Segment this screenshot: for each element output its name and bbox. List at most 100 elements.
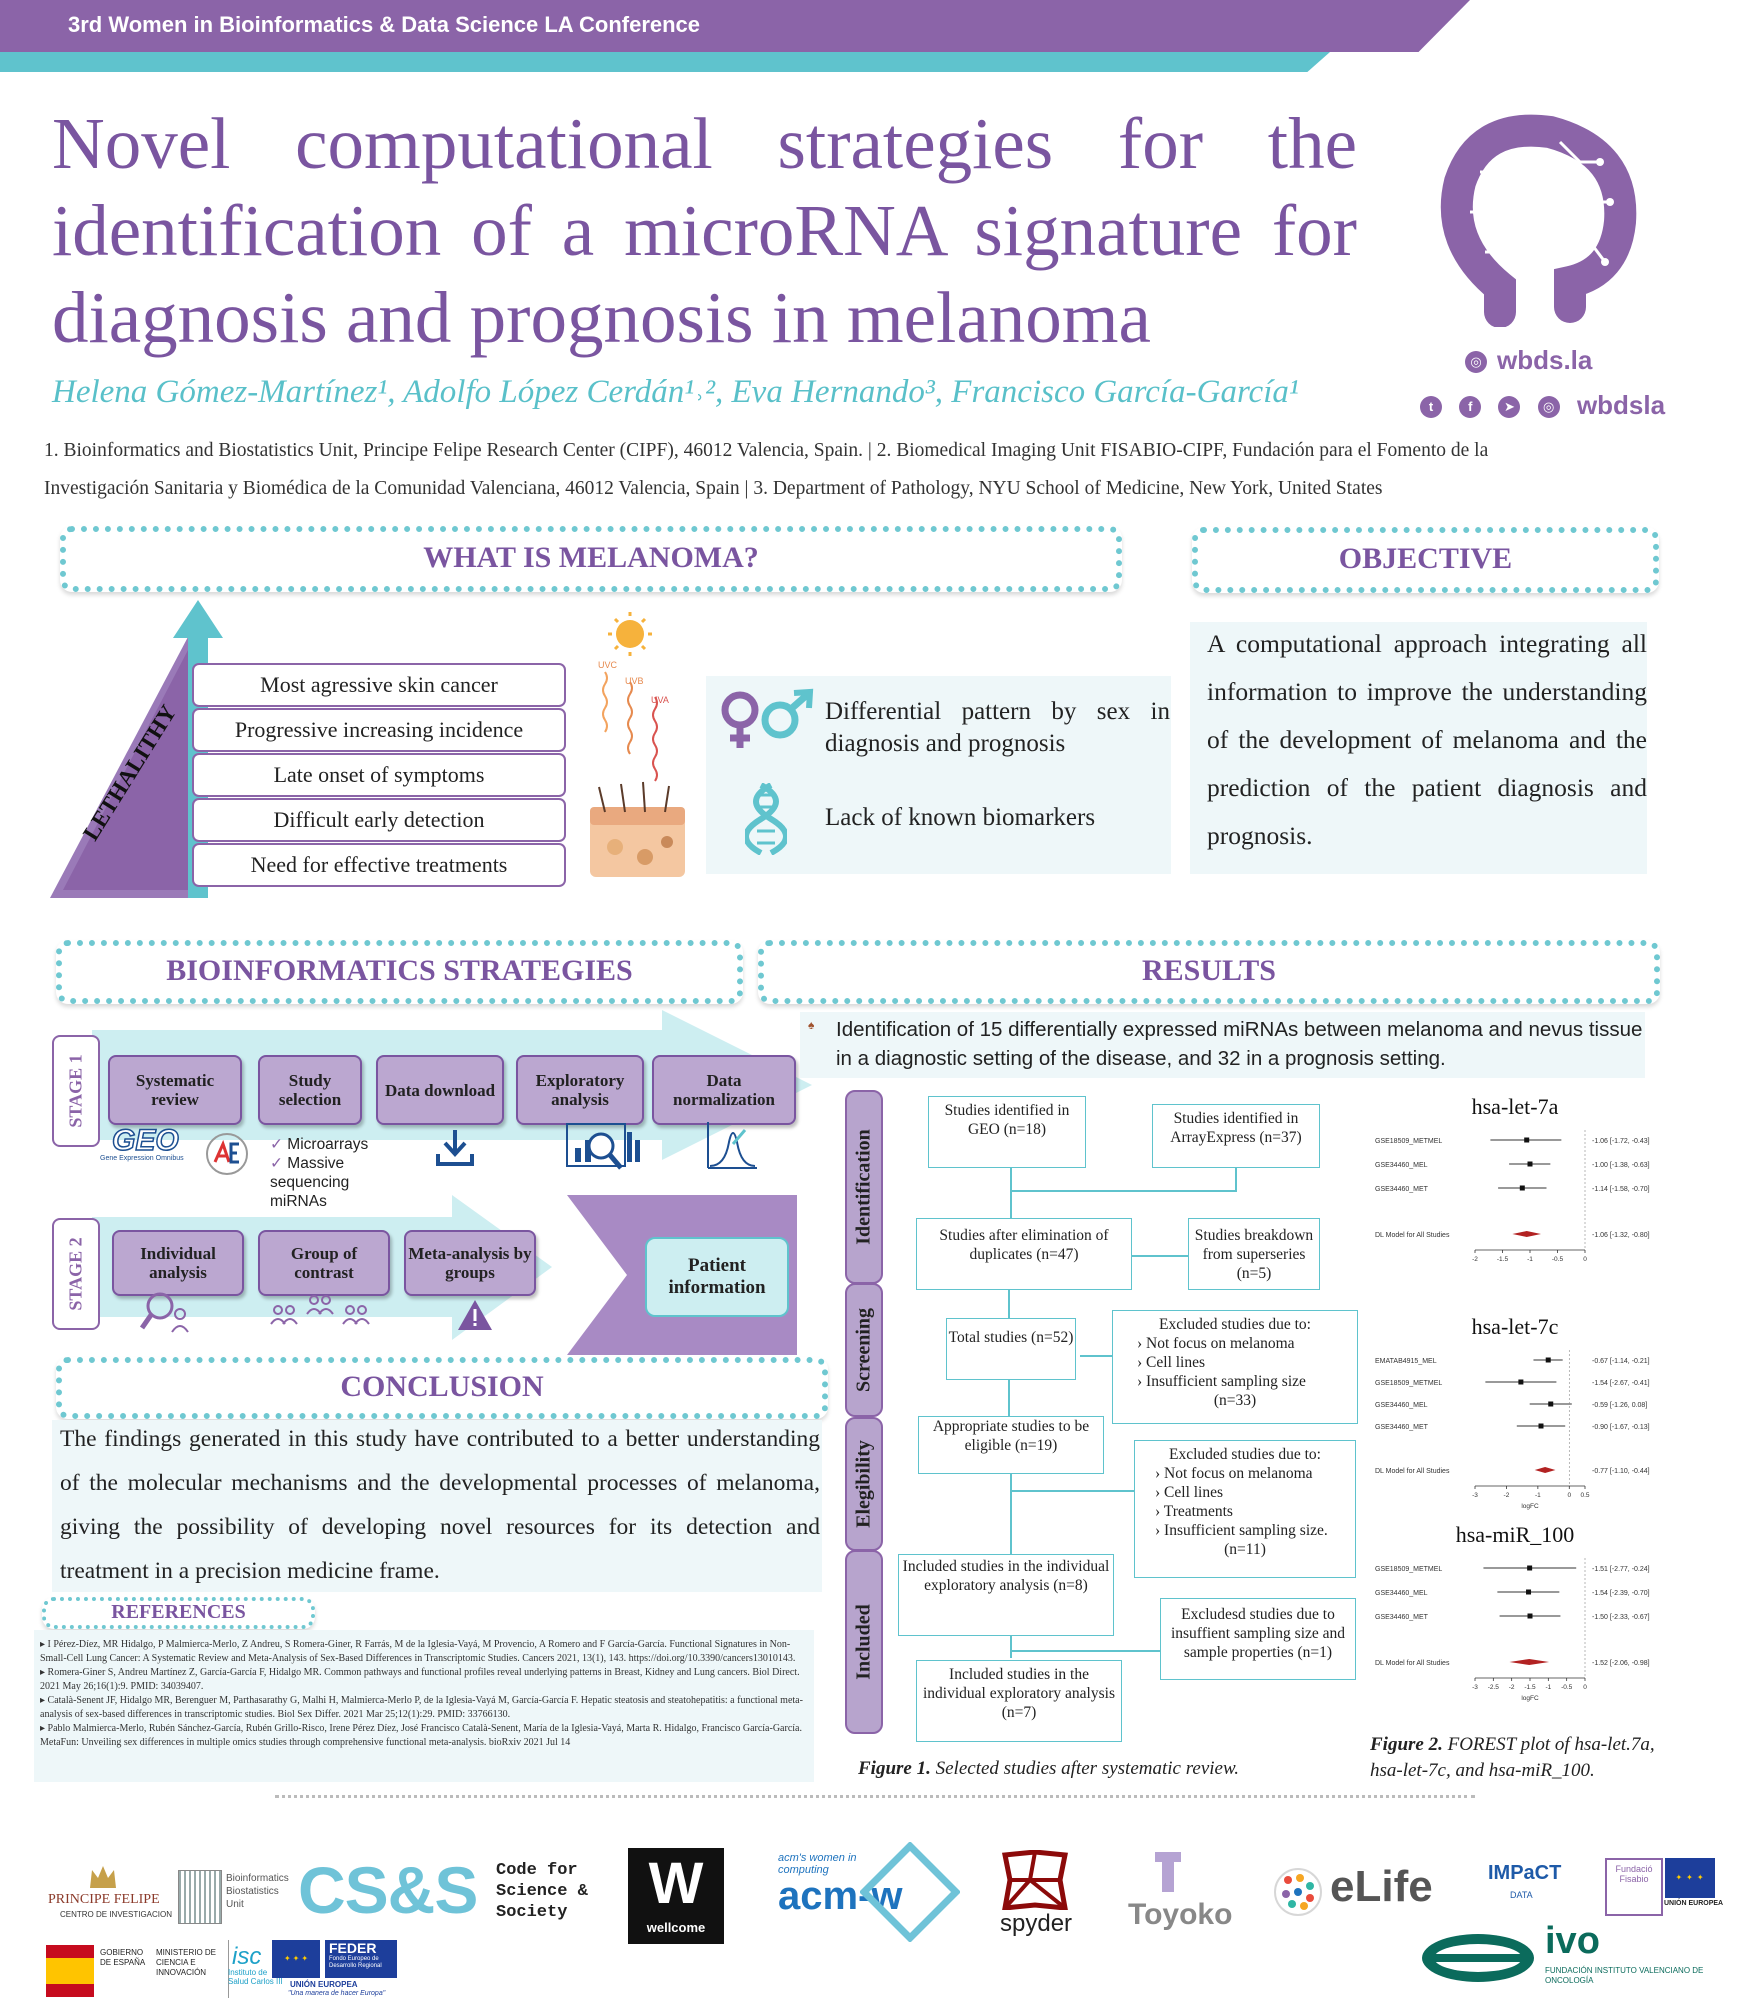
forest-x-label: logFC (1521, 1695, 1539, 1702)
flow-connector (1008, 1290, 1010, 1322)
impact-logo: IMPaCT (1488, 1862, 1562, 1884)
forest-tick-label: -1.5 (1524, 1684, 1536, 1691)
telegram-icon[interactable]: ➤ (1498, 396, 1521, 419)
forest-summary-diamond (1509, 1659, 1550, 1665)
wbds-brain-logo (1440, 114, 1637, 327)
ivo-logo: ivo (1545, 1920, 1600, 1962)
forest-tick-label: 0 (1567, 1492, 1571, 1499)
flow-connector (1012, 1650, 1160, 1652)
stage1-step: Study selection (258, 1055, 362, 1125)
site-link[interactable]: ◎wbds.la (1465, 345, 1592, 376)
instagram-icon[interactable]: ◎ (1537, 396, 1560, 419)
bullet-icon: ▸ (40, 1667, 48, 1678)
poster-title: Novel computational strategies for the i… (52, 103, 1357, 358)
wellcome-logo: W wellcome (628, 1848, 724, 1944)
flow-box-geo: Studies identified in GEO (n=18) (928, 1096, 1086, 1168)
flow-connector (1132, 1255, 1188, 1257)
forest-tick-label: -1 (1535, 1492, 1541, 1499)
bullet-icon: › (1155, 1522, 1165, 1539)
flow-box-included-1: Included studies in the individual explo… (898, 1554, 1114, 1636)
authors: Helena Gómez-Martínez¹, Adolfo López Cer… (52, 374, 1299, 410)
ivo-subtitle: FUNDACIÓN INSTITUTO VALENCIANO DE ONCOLO… (1545, 1966, 1704, 1985)
isciii-icon: isc (232, 1943, 261, 1968)
forest-point (1526, 1589, 1532, 1595)
forest-study-label: -0.59 [-1.26, 0.08] (1592, 1402, 1647, 1409)
strategies-section-header: BIOINFORMATICS STRATEGIES (56, 940, 743, 1004)
forest-point (1527, 1613, 1533, 1619)
stage2-step: Meta-analysis by groups (404, 1230, 536, 1296)
eu-stars-icon: ✦ ✦ ✦ (283, 1954, 309, 1963)
bullet-icon: › (1137, 1373, 1147, 1390)
facebook-icon[interactable]: f (1459, 396, 1482, 419)
forest-title: hsa-miR_100 (1456, 1522, 1575, 1547)
stage2-label: STAGE 2 (52, 1218, 100, 1330)
bbu-logo-text: Bioinformatics Biostatistics Unit (226, 1873, 289, 1910)
flow-connector (1010, 1490, 1135, 1492)
check-icon: ✓ (270, 1136, 288, 1153)
melanoma-item: Difficult early detection (192, 798, 566, 842)
uvc-label: UVC (598, 660, 618, 670)
forest-point (1548, 1401, 1554, 1407)
spyder-web-icon (1002, 1850, 1068, 1910)
forest-tick-label: -2 (1509, 1684, 1515, 1691)
phase-included: Included (845, 1550, 883, 1734)
objective-panel (1190, 622, 1647, 874)
forest-tick-label: 0 (1583, 1684, 1587, 1691)
fisabio-logo: Fundació Fisabio (1605, 1858, 1663, 1916)
forest-point (1527, 1565, 1533, 1571)
objective-section-header: OBJECTIVE (1192, 527, 1659, 593)
twitter-icon[interactable]: t (1420, 396, 1442, 419)
melanoma-item: Most agressive skin cancer (192, 663, 566, 707)
forest-study-label: -0.90 [-1.67, -0.13] (1592, 1424, 1650, 1431)
forest-point (1519, 1185, 1525, 1191)
reference-item: ▸ Català-Senent JF, Hidalgo MR, Berengue… (40, 1695, 803, 1720)
feder-logo: FEDER Fondo Europeo de Desarrollo Region… (325, 1940, 397, 1978)
forest-tick-label: -2.5 (1488, 1684, 1500, 1691)
conference-banner: 3rd Women in Bioinformatics & Data Scien… (0, 0, 1470, 52)
gender-symbols-icon (721, 688, 814, 748)
reference-item: ▸ Pablo Malmierca-Merlo, Rubén Sánchez-G… (40, 1723, 802, 1748)
bullet-icon: › (1155, 1503, 1164, 1520)
forest-summary-name: DL Model for All Studies (1375, 1660, 1450, 1667)
forest-tick-label: -0.5 (1552, 1256, 1564, 1263)
reference-item: ▸ Romera-Giner S, Andreu Martínez Z, Gar… (40, 1667, 800, 1692)
flow-connector (1235, 1168, 1237, 1192)
forest-study-label: -0.67 [-1.14, -0.21] (1592, 1358, 1650, 1365)
forest-tick-label: -2 (1504, 1492, 1510, 1499)
download-icon (436, 1130, 474, 1166)
forest-study-name: GSE34460_MET (1375, 1424, 1429, 1431)
forest-study-name: GSE34460_MEL (1375, 1162, 1428, 1169)
groups-people-icon (270, 1295, 370, 1325)
css-logo: CS&S (298, 1853, 478, 1927)
bullet-icon: ▸ (40, 1723, 48, 1734)
ivo-logo-mark (1422, 1934, 1534, 1982)
bullet-icon: › (1137, 1335, 1147, 1352)
flow-box-superseries: Studies breakdown from superseries (n=5) (1188, 1218, 1320, 1290)
social-handle: wbdsla (1576, 390, 1666, 420)
forest-study-label: -1.14 [-1.58, -0.70] (1592, 1186, 1650, 1193)
forest-study-name: GSE34460_MET (1375, 1186, 1429, 1193)
affiliations-line-2: Investigación Sanitaria y Biomédica de l… (44, 478, 1383, 499)
melanoma-item: Need for effective treatments (192, 843, 566, 887)
spain-flag-icon (46, 1945, 94, 1997)
bbu-logo-mark (178, 1870, 222, 1924)
globe-icon: ◎ (1465, 351, 1487, 374)
acm-diamond-icon (860, 1842, 960, 1942)
forest-point (1527, 1161, 1533, 1167)
bullet-icon: › (1137, 1354, 1147, 1371)
forest-summary-label: -1.52 [-2.06, -0.98] (1592, 1660, 1650, 1667)
eu-flag: ✦ ✦ ✦ (272, 1940, 320, 1978)
results-section-header: RESULTS (758, 940, 1660, 1004)
toyoko-logo-stem (1162, 1852, 1174, 1892)
analysis-chart-icon (566, 1123, 640, 1170)
flow-box-eligible: Appropriate studies to be eligible (n=19… (918, 1416, 1104, 1474)
affiliations-line-1: 1. Bioinformatics and Biostatistics Unit… (44, 440, 1489, 461)
forest-study-name: EMATAB4915_MEL (1375, 1358, 1437, 1365)
ministerio-label: MINISTERIO DE CIENCIA E INNOVACIÓN (156, 1948, 217, 1977)
forest-summary-diamond (1534, 1467, 1556, 1473)
flow-box-excluded-1: Excluded studies due to: › Not focus on … (1112, 1310, 1358, 1424)
forest-study-label: -1.51 [-2.77, -0.24] (1592, 1566, 1650, 1573)
flow-box-excluded-3: Excludesd studies due to insuffient samp… (1160, 1598, 1356, 1680)
